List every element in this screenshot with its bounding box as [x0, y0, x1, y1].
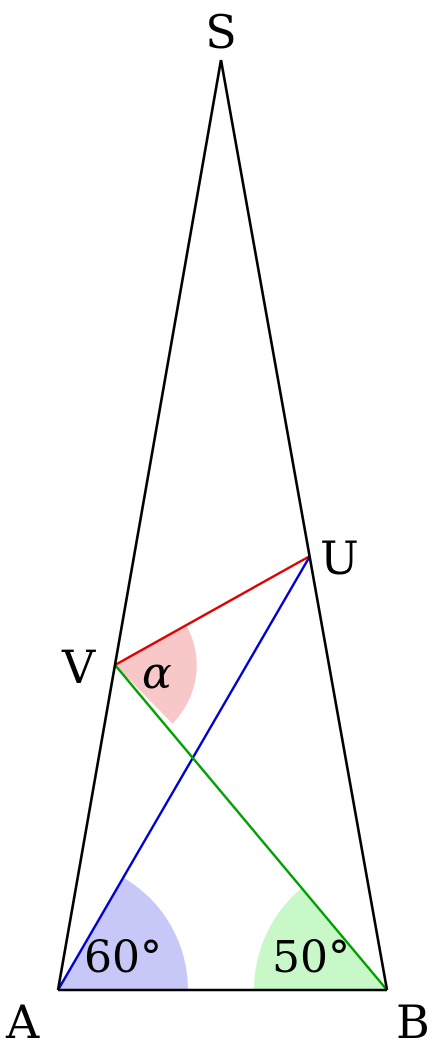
angle-label-alpha: α — [142, 648, 172, 699]
side-sb — [219, 59, 389, 991]
segment-vb — [114, 664, 388, 991]
angle-label-b: 50° — [272, 932, 350, 983]
point-label-v: V — [61, 640, 96, 694]
segment-vu — [114, 554, 311, 667]
angle-label-a: 60° — [84, 932, 162, 983]
angle-wedge-v — [115, 626, 197, 724]
segment-au — [56, 555, 312, 991]
point-label-s: S — [205, 5, 237, 59]
angle-wedge-a — [58, 877, 188, 990]
point-label-a: A — [5, 995, 40, 1044]
angle-wedge-b — [254, 888, 387, 990]
point-label-u: U — [320, 531, 359, 585]
side-sa — [56, 59, 223, 991]
point-label-b: B — [396, 995, 430, 1044]
